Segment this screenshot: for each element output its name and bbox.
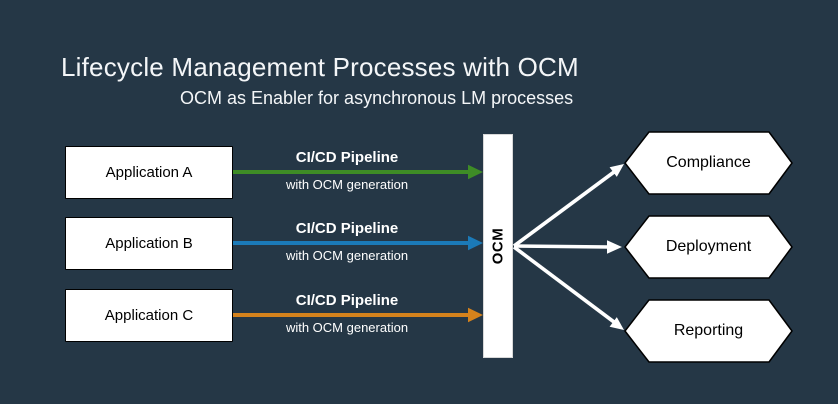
fan-arrow-compliance — [512, 164, 624, 248]
pipeline-arrow-a — [233, 164, 483, 180]
app-node-a-label: Application A — [105, 164, 193, 181]
ocm-node: OCM — [483, 134, 513, 358]
process-node-reporting — [624, 299, 793, 363]
fan-arrow-deployment — [513, 240, 622, 254]
pipeline-label-a: CI/CD Pipeline — [295, 149, 399, 166]
diagram-subtitle: OCM as Enabler for asynchronous LM proce… — [180, 88, 574, 108]
app-node-c: Application C — [65, 289, 233, 342]
process-label-compliance: Compliance — [666, 154, 751, 171]
process-node-compliance — [624, 131, 793, 195]
app-node-a: Application A — [65, 146, 233, 199]
fan-arrow-reporting — [512, 245, 624, 330]
pipeline-arrow-c — [233, 307, 483, 323]
ocm-node-label: OCM — [489, 227, 507, 265]
app-node-b-label: Application B — [105, 235, 193, 252]
pipeline-arrow-b — [233, 235, 483, 251]
pipeline-label-c: CI/CD Pipeline — [295, 292, 399, 309]
pipeline-label-b: CI/CD Pipeline — [295, 220, 399, 237]
process-label-reporting: Reporting — [673, 322, 744, 339]
process-label-deployment: Deployment — [665, 238, 752, 255]
diagram-title: Lifecycle Management Processes with OCM — [61, 52, 579, 82]
app-node-b: Application B — [65, 217, 233, 270]
process-node-deployment — [624, 215, 793, 279]
pipeline-sublabel-b: with OCM generation — [285, 248, 409, 263]
app-node-c-label: Application C — [104, 307, 194, 324]
pipeline-sublabel-a: with OCM generation — [285, 177, 409, 192]
pipeline-sublabel-c: with OCM generation — [285, 320, 409, 335]
